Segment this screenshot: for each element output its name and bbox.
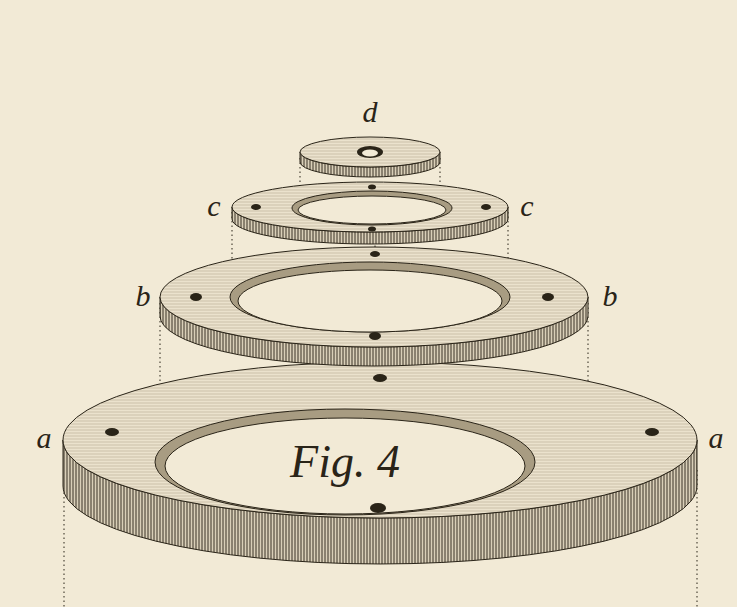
figure-number: Fig. 4: [290, 439, 400, 485]
part-letter: a: [709, 423, 724, 453]
part-letter: d: [363, 97, 378, 127]
part-letter: b: [136, 281, 151, 311]
part-letter: c: [207, 191, 220, 221]
part-letter: c: [520, 191, 533, 221]
part-letter: b: [603, 281, 618, 311]
part-letter: a: [37, 423, 52, 453]
